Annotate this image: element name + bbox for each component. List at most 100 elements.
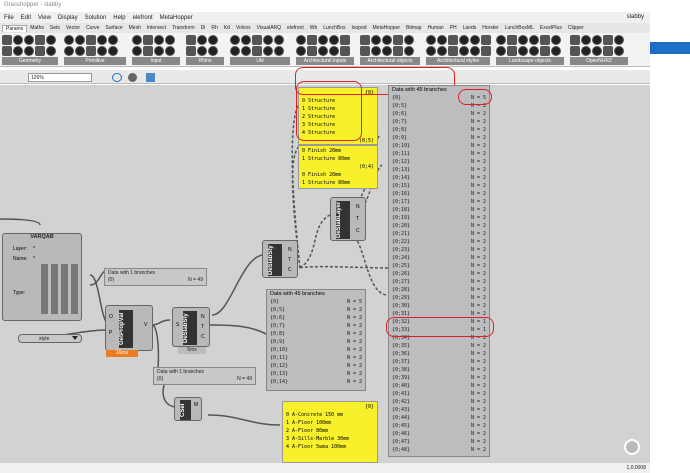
ribbon-component-icon[interactable] — [296, 35, 306, 45]
ribbon-component-icon[interactable] — [360, 46, 370, 56]
tab-lunchbox[interactable]: LunchBox — [323, 25, 346, 31]
ribbon-group-7[interactable]: Architectural styles — [426, 57, 490, 65]
ribbon-component-icon[interactable] — [24, 46, 34, 56]
ribbon-component-icon[interactable] — [470, 46, 480, 56]
ribbon-component-icon[interactable] — [437, 46, 447, 56]
ribbon-component-icon[interactable] — [13, 35, 23, 45]
ribbon-component-icon[interactable] — [437, 35, 447, 45]
ribbon-component-icon[interactable] — [518, 46, 528, 56]
ribbon-component-icon[interactable] — [382, 46, 392, 56]
tab-transform[interactable]: Transform — [172, 25, 195, 31]
ribbon-component-icon[interactable] — [24, 35, 34, 45]
ribbon-component-icon[interactable] — [371, 46, 381, 56]
ribbon-component-icon[interactable] — [540, 46, 550, 56]
ribbon-component-icon[interactable] — [340, 46, 350, 56]
ribbon-component-icon[interactable] — [263, 35, 273, 45]
ribbon-group-2[interactable]: Input — [132, 57, 180, 65]
ribbon-component-icon[interactable] — [404, 46, 414, 56]
ribbon-component-icon[interactable] — [75, 35, 85, 45]
ribbon-component-icon[interactable] — [426, 46, 436, 56]
ribbon-component-icon[interactable] — [529, 46, 539, 56]
ribbon-component-icon[interactable] — [186, 46, 196, 56]
ribbon-component-icon[interactable] — [132, 35, 142, 45]
ribbon-component-icon[interactable] — [329, 35, 339, 45]
ribbon-component-icon[interactable] — [274, 35, 284, 45]
name-value[interactable]: * — [33, 256, 35, 262]
ribbon-component-icon[interactable] — [241, 46, 251, 56]
ribbon-component-icon[interactable] — [481, 35, 491, 45]
tab-vector[interactable]: Vector — [65, 25, 81, 31]
ribbon-component-icon[interactable] — [64, 46, 74, 56]
ribbon-group-5[interactable]: Architectural inputs — [296, 57, 354, 65]
ribbon-component-icon[interactable] — [263, 46, 273, 56]
ribbon-component-icon[interactable] — [448, 35, 458, 45]
deslablayer-component[interactable]: DeSlabLayer N T C — [330, 197, 366, 241]
data-panel-45b[interactable]: Data with 45 branches {0}N = 5{0;5}N = 2… — [266, 289, 366, 391]
ribbon-component-icon[interactable] — [132, 46, 142, 56]
data-panel-1a[interactable]: Data with 1 branches {0}N = 49 — [104, 268, 207, 286]
ribbon-component-icon[interactable] — [393, 46, 403, 56]
ribbon-component-icon[interactable] — [241, 35, 251, 45]
ribbon-component-icon[interactable] — [496, 46, 506, 56]
ribbon-component-icon[interactable] — [307, 35, 317, 45]
tab-curve[interactable]: Curve — [86, 25, 100, 31]
deslabsty-component-2[interactable]: DeSlabSty S N T C — [172, 307, 210, 347]
zoom-dropdown[interactable]: 126% — [28, 73, 92, 82]
tab-rh[interactable]: Rh — [211, 25, 218, 31]
ribbon-component-icon[interactable] — [603, 46, 613, 56]
tab-visualarq[interactable]: VisualARQ — [256, 25, 282, 31]
ribbon-component-icon[interactable] — [581, 35, 591, 45]
ribbon-component-icon[interactable] — [143, 46, 153, 56]
ribbon-component-icon[interactable] — [496, 35, 506, 45]
menu-display[interactable]: Display — [57, 14, 78, 21]
ribbon-component-icon[interactable] — [2, 35, 12, 45]
tab-surface[interactable]: Surface — [105, 25, 123, 31]
data-panel-1b[interactable]: Data with 1 branches {0}N = 49 — [153, 367, 256, 385]
ribbon-component-icon[interactable] — [64, 35, 74, 45]
tab-ph[interactable]: PH — [449, 25, 457, 31]
ribbon-component-icon[interactable] — [470, 35, 480, 45]
ribbon-component-icon[interactable] — [507, 46, 517, 56]
ribbon-component-icon[interactable] — [529, 35, 539, 45]
ribbon-component-icon[interactable] — [371, 35, 381, 45]
menu-metahopper[interactable]: MetaHopper — [159, 14, 193, 21]
ribbon-component-icon[interactable] — [165, 46, 175, 56]
tab-human[interactable]: Human — [427, 25, 444, 31]
ribbon-component-icon[interactable] — [97, 35, 107, 45]
ribbon-component-icon[interactable] — [197, 35, 207, 45]
ribbon-component-icon[interactable] — [459, 35, 469, 45]
ribbon-component-icon[interactable] — [165, 35, 175, 45]
ribbon-component-icon[interactable] — [318, 46, 328, 56]
structure-panel[interactable]: {0} 0 Structure 1 Structure 2 Structure … — [298, 87, 378, 145]
ribbon-component-icon[interactable] — [208, 35, 218, 45]
ribbon-component-icon[interactable] — [603, 35, 613, 45]
ribbon-group-9[interactable]: OpenNURZ — [570, 57, 628, 65]
ribbon-component-icon[interactable] — [592, 46, 602, 56]
ribbon-component-icon[interactable] — [13, 46, 23, 56]
materials-panel[interactable]: {0} 0 A-Concrete 150 mm 1 A-Floor 100mm … — [282, 401, 378, 463]
ribbon-component-icon[interactable] — [208, 46, 218, 56]
ribbon-group-8[interactable]: Landscape objects — [496, 57, 564, 65]
ribbon-component-icon[interactable] — [570, 46, 580, 56]
ribbon-component-icon[interactable] — [35, 35, 45, 45]
ribbon-component-icon[interactable] — [329, 46, 339, 56]
ribbon-component-icon[interactable] — [459, 46, 469, 56]
ribbon-component-icon[interactable] — [230, 35, 240, 45]
ribbon-component-icon[interactable] — [97, 46, 107, 56]
ribbon-component-icon[interactable] — [481, 46, 491, 56]
ribbon-component-icon[interactable] — [592, 35, 602, 45]
ribbon-component-icon[interactable] — [108, 35, 118, 45]
ribbon-component-icon[interactable] — [186, 35, 196, 45]
ribbon-component-icon[interactable] — [46, 46, 56, 56]
ribbon-component-icon[interactable] — [360, 35, 370, 45]
ribbon-component-icon[interactable] — [252, 35, 262, 45]
preview-icon[interactable] — [128, 73, 137, 82]
ribbon-component-icon[interactable] — [614, 35, 624, 45]
menu-elefront[interactable]: elefront — [132, 14, 153, 21]
ribbon-component-icon[interactable] — [307, 46, 317, 56]
ribbon-component-icon[interactable] — [86, 35, 96, 45]
tab-bitmap[interactable]: Bitmap — [406, 25, 422, 31]
ribbon-component-icon[interactable] — [108, 46, 118, 56]
ribbon-component-icon[interactable] — [35, 46, 45, 56]
tab-di[interactable]: Di — [200, 25, 206, 31]
